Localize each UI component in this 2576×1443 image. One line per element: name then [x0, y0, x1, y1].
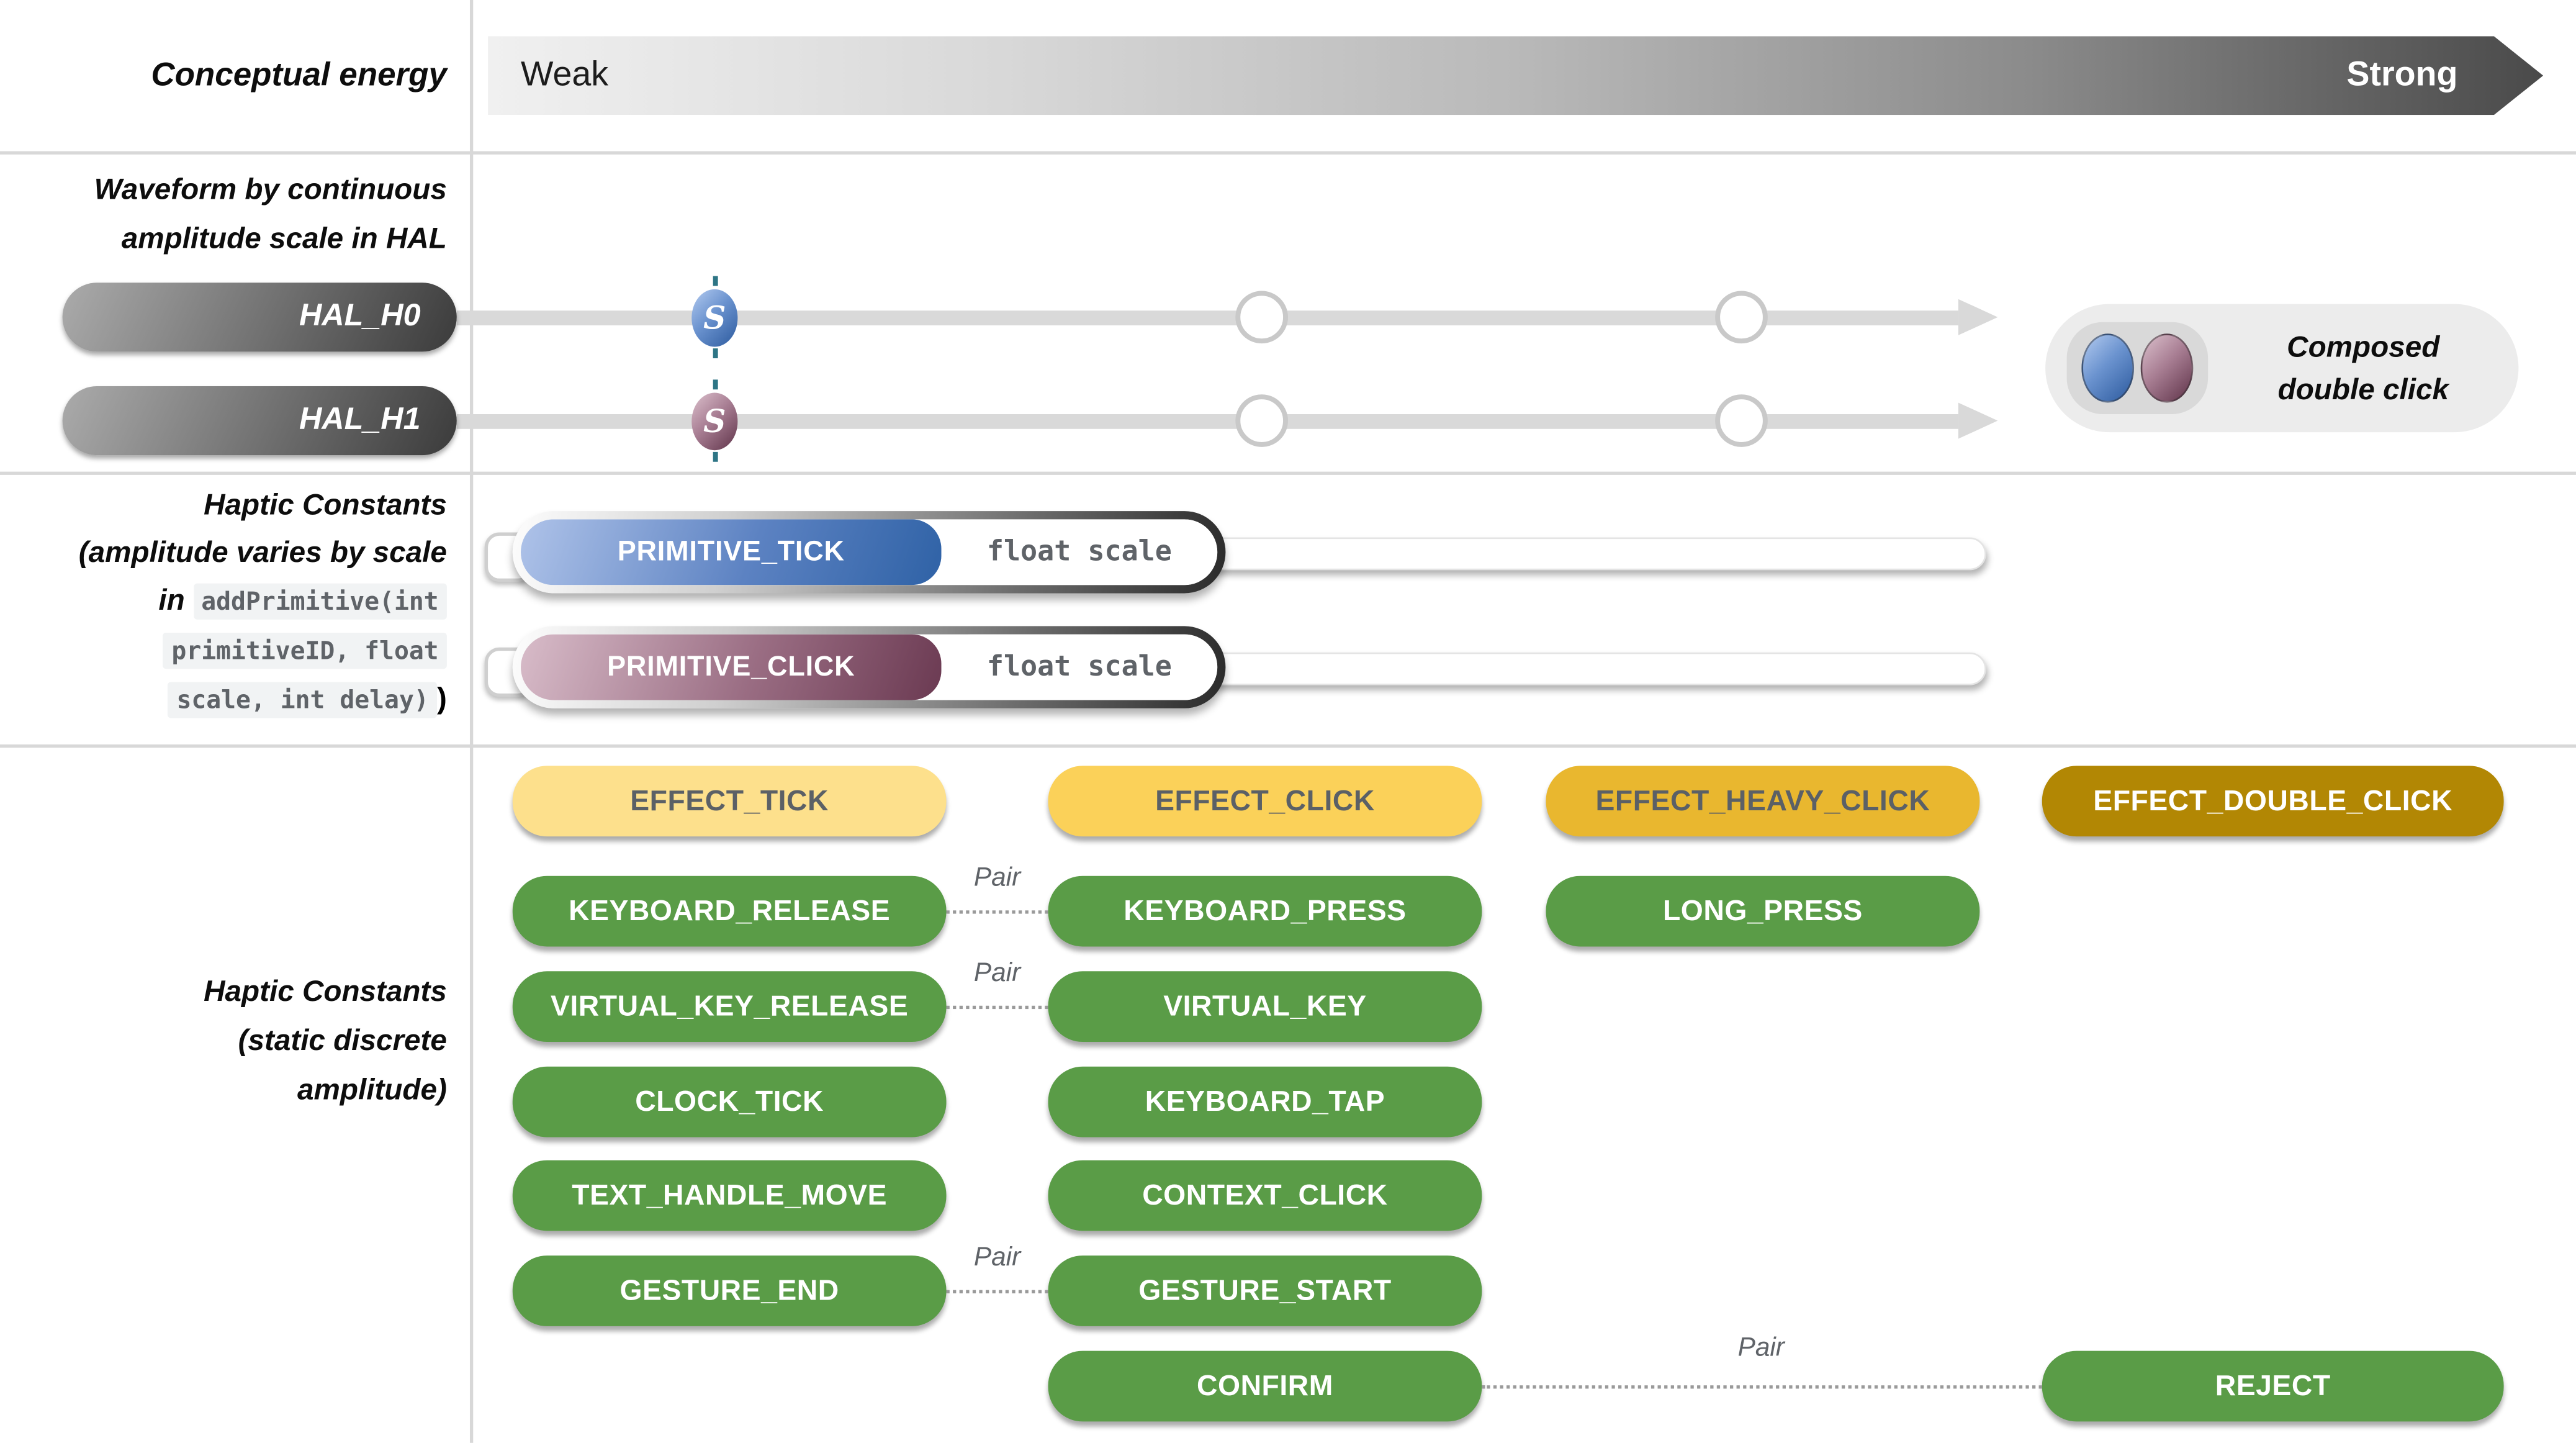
static-constants-row-label: Haptic Constants (static discrete amplit…: [204, 974, 447, 1106]
hal-h0-sine-marker-icon: S: [691, 289, 738, 347]
pair-label: Pair: [1737, 1334, 1785, 1363]
mauve-pulse-icon: [2140, 333, 2194, 403]
constant-virtual-key-release: VIRTUAL_KEY_RELEASE: [512, 971, 947, 1043]
composed-waveform-chip: [2066, 322, 2209, 414]
primitive-click-scale-track: [1150, 652, 1986, 685]
constant-gesture-end: GESTURE_END: [512, 1255, 947, 1326]
primitive-click-pill: PRIMITIVE_CLICK: [521, 634, 942, 700]
row-divider-3: [0, 744, 2576, 748]
hal-h0-arrowhead-icon: [1958, 299, 1998, 335]
code-chip: primitiveID, float: [163, 632, 447, 669]
constant-gesture-start: GESTURE_START: [1048, 1255, 1482, 1326]
primitive-tick-pill: PRIMITIVE_TICK: [521, 519, 942, 586]
hal-h0-timeline: [456, 310, 1958, 326]
constant-effect-double-click: EFFECT_DOUBLE_CLICK: [2042, 766, 2504, 837]
code-chip: addPrimitive(int: [192, 583, 447, 620]
constant-effect-click: EFFECT_CLICK: [1048, 766, 1482, 837]
primitive-tick-scale-track: [1150, 537, 1986, 571]
constant-keyboard-release: KEYBOARD_RELEASE: [512, 875, 947, 947]
primitive-tick-scale-param: float scale: [941, 519, 1218, 586]
hal-h1-arrowhead-icon: [1958, 402, 1998, 439]
conceptual-energy-label: Conceptual energy: [151, 57, 447, 94]
constant-virtual-key: VIRTUAL_KEY: [1048, 971, 1482, 1043]
primitive-tick-slider: PRIMITIVE_TICK float scale: [512, 511, 1226, 594]
energy-gradient-arrow: Weak Strong: [488, 36, 2543, 115]
constant-text-handle-move: TEXT_HANDLE_MOVE: [512, 1160, 947, 1231]
timeline-circle: [1235, 291, 1289, 344]
constant-long-press: LONG_PRESS: [1546, 875, 1980, 947]
constant-keyboard-tap: KEYBOARD_TAP: [1048, 1066, 1482, 1138]
constant-keyboard-press: KEYBOARD_PRESS: [1048, 875, 1482, 947]
row-divider-2: [0, 471, 2576, 475]
constant-effect-tick: EFFECT_TICK: [512, 766, 947, 837]
weak-label: Weak: [521, 55, 609, 94]
column-divider: [469, 0, 474, 1443]
pair-label: Pair: [973, 1244, 1021, 1272]
waveform-row-label: Waveform by continuous amplitude scale i…: [94, 172, 447, 255]
primitives-row-label: Haptic Constants (amplitude varies by sc…: [79, 481, 447, 725]
row-divider-1: [0, 151, 2576, 155]
hal-h1-sine-marker-icon: S: [691, 392, 738, 451]
pair-label: Pair: [973, 864, 1021, 893]
primitive-click-scale-param: float scale: [941, 634, 1218, 700]
constant-effect-heavy-click: EFFECT_HEAVY_CLICK: [1546, 766, 1980, 837]
constant-reject: REJECT: [2042, 1350, 2504, 1422]
hal-h1-timeline: [456, 414, 1958, 429]
primitive-click-slider: PRIMITIVE_CLICK float scale: [512, 626, 1226, 708]
hal-h0-pill: HAL_H0: [62, 283, 457, 352]
pair-connector: [946, 1290, 1048, 1293]
pair-label: Pair: [973, 959, 1021, 988]
strong-label: Strong: [2346, 55, 2458, 94]
hal-h1-pill: HAL_H1: [62, 386, 457, 456]
pair-connector: [946, 910, 1048, 914]
constant-context-click: CONTEXT_CLICK: [1048, 1160, 1482, 1231]
constant-clock-tick: CLOCK_TICK: [512, 1066, 947, 1138]
timeline-circle: [1235, 394, 1289, 447]
composed-double-click-card: Composed double click: [2045, 304, 2519, 433]
pair-connector: [946, 1005, 1048, 1010]
composed-card-label: Composed double click: [2277, 330, 2449, 406]
timeline-circle: [1715, 291, 1768, 344]
timeline-circle: [1715, 394, 1768, 447]
code-chip: scale, int delay): [168, 682, 438, 718]
pair-connector: [1482, 1385, 2042, 1389]
constant-confirm: CONFIRM: [1048, 1350, 1482, 1422]
blue-pulse-icon: [2081, 333, 2135, 403]
